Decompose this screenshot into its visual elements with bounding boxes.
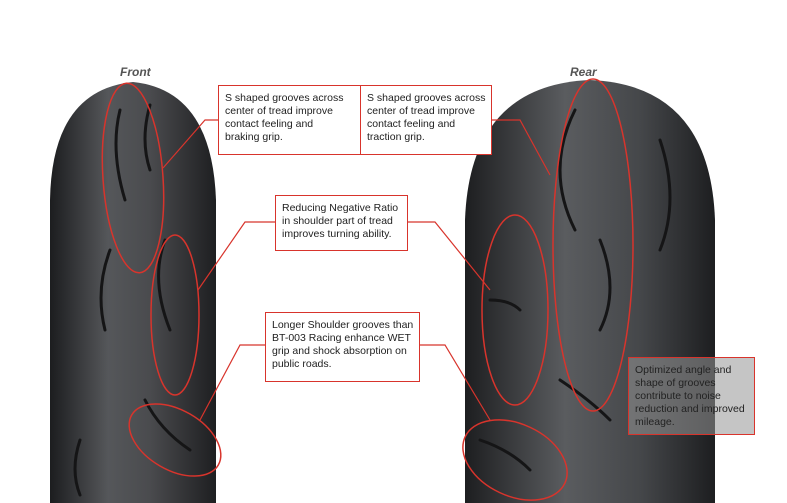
callout-line: Reducing Negative Ratio bbox=[282, 202, 399, 214]
callout-optimized: Optimized angle and shape of grooves con… bbox=[628, 357, 755, 435]
callout-line: shape of grooves bbox=[635, 377, 716, 389]
callout-line: traction grip. bbox=[367, 131, 425, 143]
callout-line: center of tread improve bbox=[367, 105, 475, 117]
leader-lines bbox=[162, 119, 551, 421]
callout-line: reduction and improved bbox=[635, 403, 745, 415]
callout-shoulder-ratio: Reducing Negative Ratio in shoulder part… bbox=[275, 195, 408, 251]
callout-line: Longer Shoulder grooves than bbox=[272, 319, 414, 331]
callout-front-center: S shaped grooves across center of tread … bbox=[218, 85, 370, 155]
front-tire bbox=[50, 82, 216, 503]
highlight-ellipses bbox=[101, 78, 634, 501]
callout-rear-center: S shaped grooves across center of tread … bbox=[360, 85, 492, 155]
callout-line: center of tread improve bbox=[225, 105, 333, 117]
callout-line: grip and shock absorption on bbox=[272, 345, 407, 357]
callout-line: Optimized angle and bbox=[635, 364, 732, 376]
callout-line: contact feeling and bbox=[367, 118, 456, 130]
callout-shoulder-grooves: Longer Shoulder grooves than BT-003 Raci… bbox=[265, 312, 420, 382]
rear-tire bbox=[465, 80, 715, 503]
callout-line: S shaped grooves across bbox=[367, 92, 486, 104]
callout-line: mileage. bbox=[635, 416, 675, 428]
callout-line: BT-003 Racing enhance WET bbox=[272, 332, 411, 344]
callout-line: contact feeling and bbox=[225, 118, 314, 130]
callout-line: contribute to noise bbox=[635, 390, 721, 402]
callout-line: S shaped grooves across bbox=[225, 92, 344, 104]
callout-line: in shoulder part of tread bbox=[282, 215, 393, 227]
callout-line: improves turning ability. bbox=[282, 228, 392, 240]
callout-line: public roads. bbox=[272, 358, 332, 370]
front-label: Front bbox=[120, 65, 151, 79]
callout-line: braking grip. bbox=[225, 131, 283, 143]
rear-label: Rear bbox=[570, 65, 597, 79]
